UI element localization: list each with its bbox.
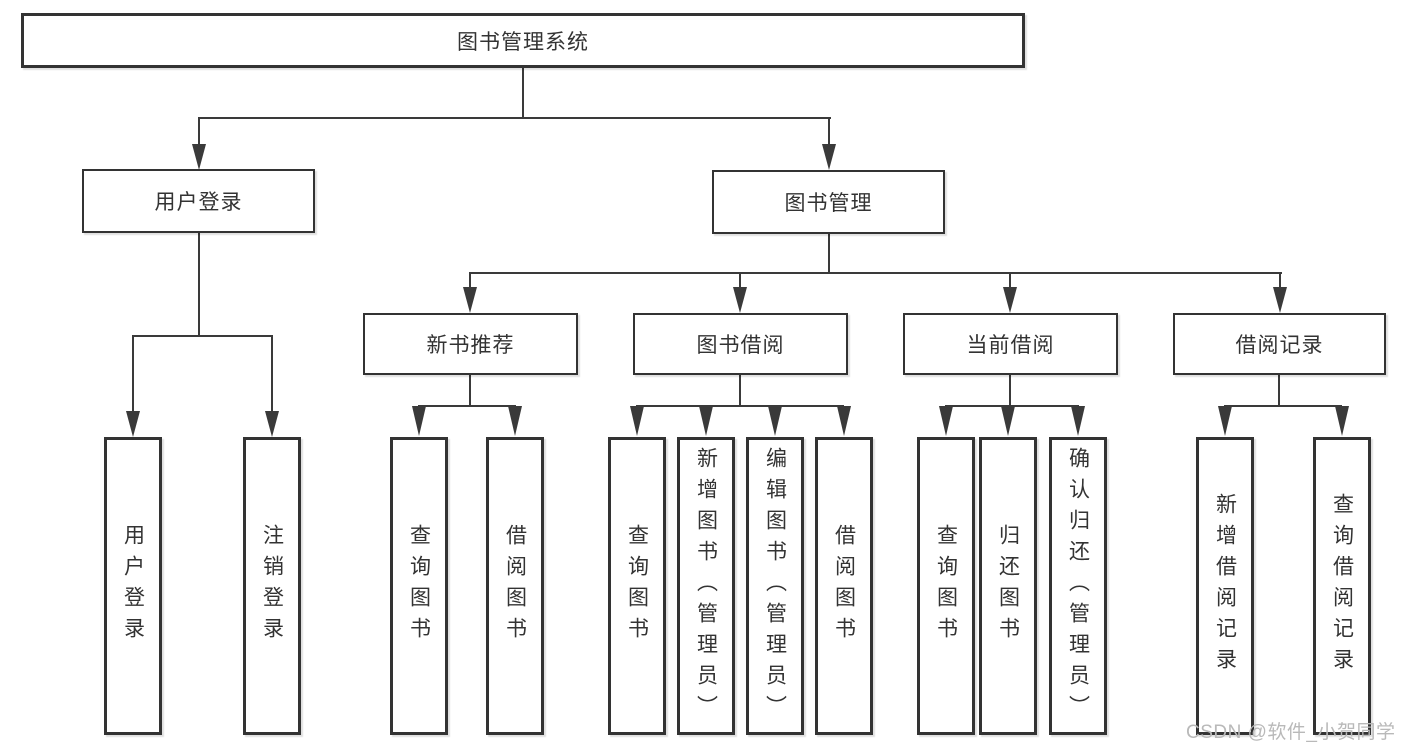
node-label: 新增图书（管理员） [694, 446, 718, 726]
node-label: 归还图书 [996, 524, 1020, 648]
arrowhead-icon [1071, 406, 1085, 436]
connector-vline [469, 272, 471, 290]
node-leaf-logout: 注销登录 [243, 437, 301, 735]
arrowhead-icon [939, 406, 953, 436]
node-leaf-user-login: 用户登录 [104, 437, 162, 735]
arrowhead-icon [1001, 406, 1015, 436]
node-leaf-add-borrow-record: 新增借阅记录 [1196, 437, 1254, 735]
node-label: 编辑图书（管理员） [763, 446, 787, 726]
node-label: 借阅图书 [503, 524, 527, 648]
node-leaf-query-books-borrow: 查询图书 [608, 437, 666, 735]
node-label: 借阅图书 [832, 524, 856, 648]
connector-vline [1278, 375, 1280, 407]
arrowhead-icon [1273, 287, 1287, 313]
arrowhead-icon [508, 406, 522, 436]
node-user-login: 用户登录 [82, 169, 315, 233]
node-leaf-query-borrow-record: 查询借阅记录 [1313, 437, 1371, 735]
connector-hline [636, 405, 844, 407]
connector-vline [198, 117, 200, 149]
node-label: 图书管理 [784, 192, 873, 215]
connector-vline [828, 234, 830, 274]
node-borrow-records: 借阅记录 [1173, 313, 1386, 375]
connector-hline [1224, 405, 1342, 407]
node-leaf-return-books: 归还图书 [979, 437, 1037, 735]
arrowhead-icon [699, 406, 713, 436]
connector-hline [198, 117, 831, 119]
arrowhead-icon [768, 406, 782, 436]
node-leaf-query-books-recommend: 查询图书 [390, 437, 448, 735]
connector-vline [271, 335, 273, 415]
connector-vline [1279, 272, 1281, 290]
node-new-book-recommend: 新书推荐 [363, 313, 578, 375]
node-leaf-query-books-current: 查询图书 [917, 437, 975, 735]
node-label: 用户登录 [154, 191, 243, 214]
node-current-borrow: 当前借阅 [903, 313, 1118, 375]
node-label: 查询图书 [625, 524, 649, 648]
node-book-management: 图书管理 [712, 170, 945, 234]
node-label: 确认归还（管理员） [1066, 446, 1090, 726]
connector-vline [1009, 272, 1011, 290]
node-leaf-edit-books-admin: 编辑图书（管理员） [746, 437, 804, 735]
connector-vline [198, 233, 200, 337]
arrowhead-icon [837, 406, 851, 436]
node-leaf-confirm-return-admin: 确认归还（管理员） [1049, 437, 1107, 735]
arrowhead-icon [463, 287, 477, 313]
arrowhead-icon [630, 406, 644, 436]
connector-vline [522, 68, 524, 118]
csdn-watermark: CSDN @软件_小贺同学 [1186, 722, 1396, 743]
arrowhead-icon [126, 411, 140, 437]
node-label: 当前借阅 [966, 334, 1055, 357]
node-label: 新增借阅记录 [1213, 493, 1237, 679]
connector-vline [739, 375, 741, 407]
connector-vline [739, 272, 741, 290]
arrowhead-icon [1335, 406, 1349, 436]
node-label: 图书借阅 [696, 334, 785, 357]
arrowhead-icon [822, 144, 836, 170]
node-leaf-borrow-books-recommend: 借阅图书 [486, 437, 544, 735]
node-label: 查询借阅记录 [1330, 493, 1354, 679]
connector-hline [418, 405, 516, 407]
arrowhead-icon [265, 411, 279, 437]
node-label: 借阅记录 [1235, 334, 1324, 357]
arrowhead-icon [1218, 406, 1232, 436]
node-label: 查询图书 [407, 524, 431, 648]
connector-vline [132, 335, 134, 415]
arrowhead-icon [412, 406, 426, 436]
arrowhead-icon [192, 144, 206, 170]
node-label: 查询图书 [934, 524, 958, 648]
connector-vline [1009, 375, 1011, 407]
node-label: 新书推荐 [426, 334, 515, 357]
connector-vline [828, 117, 830, 149]
arrowhead-icon [1003, 287, 1017, 313]
connector-vline [469, 375, 471, 407]
connector-hline [132, 335, 273, 337]
node-label: 图书管理系统 [457, 30, 589, 54]
node-root-library-system: 图书管理系统 [21, 13, 1025, 68]
arrowhead-icon [733, 287, 747, 313]
node-leaf-add-books-admin: 新增图书（管理员） [677, 437, 735, 735]
node-label: 注销登录 [260, 524, 284, 648]
node-leaf-borrow-books: 借阅图书 [815, 437, 873, 735]
node-book-borrow: 图书借阅 [633, 313, 848, 375]
node-label: 用户登录 [121, 524, 145, 648]
connector-hline [469, 272, 1282, 274]
